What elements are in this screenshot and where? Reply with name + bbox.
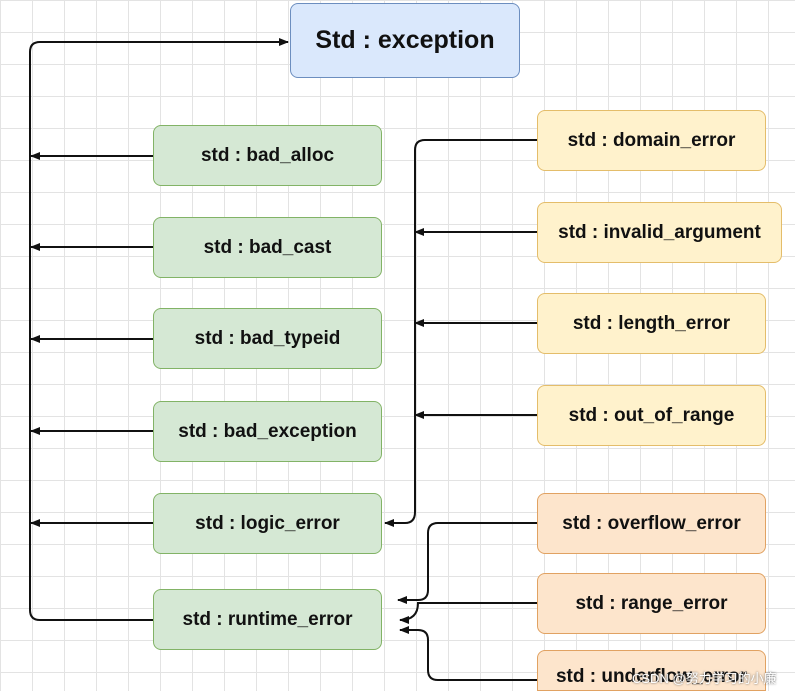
bad-cast-label: std : bad_cast (203, 236, 332, 258)
arrow-underflow-error (399, 626, 537, 681)
bad-typeid-node: std : bad_typeid (153, 308, 382, 369)
range-error-node: std : range_error (537, 573, 766, 634)
invalid-argument-node: std : invalid_argument (537, 202, 782, 263)
arrow-range-error (399, 602, 537, 624)
range-error-label: std : range_error (575, 592, 728, 614)
runtime-error-node: std : runtime_error (153, 589, 382, 650)
length-error-node: std : length_error (537, 293, 766, 354)
length-error-label: std : length_error (572, 312, 731, 334)
bad-cast-node: std : bad_cast (153, 217, 382, 278)
watermark: CSDN @努力学习的小廉 (632, 671, 777, 686)
invalid-argument-label: std : invalid_argument (558, 221, 761, 243)
logic-error-node: std : logic_error (153, 493, 382, 554)
bad-exception-node: std : bad_exception (153, 401, 382, 462)
underflow-error-node: std : underflow_error (537, 650, 766, 691)
bad-alloc-node: std : bad_alloc (153, 125, 382, 186)
exception-label: Std : exception (315, 26, 495, 54)
bad-alloc-label: std : bad_alloc (200, 144, 335, 166)
underflow-error-label: std : underflow_error (555, 666, 748, 687)
out-of-range-node: std : out_of_range (537, 385, 766, 446)
logic-error-label: std : logic_error (195, 512, 340, 534)
trunk-arrow (29, 38, 289, 621)
bad-exception-label: std : bad_exception (178, 420, 357, 442)
arrow-overflow-error (397, 522, 537, 604)
overflow-error-label: std : overflow_error (562, 512, 741, 534)
bad-typeid-label: std : bad_typeid (194, 327, 341, 349)
exception-node: Std : exception (290, 3, 520, 78)
domain-error-node: std : domain_error (537, 110, 766, 171)
runtime-error-label: std : runtime_error (182, 608, 353, 630)
out-of-range-label: std : out_of_range (568, 404, 735, 426)
overflow-error-node: std : overflow_error (537, 493, 766, 554)
domain-error-label: std : domain_error (567, 129, 736, 151)
arrow-domain-error (384, 139, 537, 527)
